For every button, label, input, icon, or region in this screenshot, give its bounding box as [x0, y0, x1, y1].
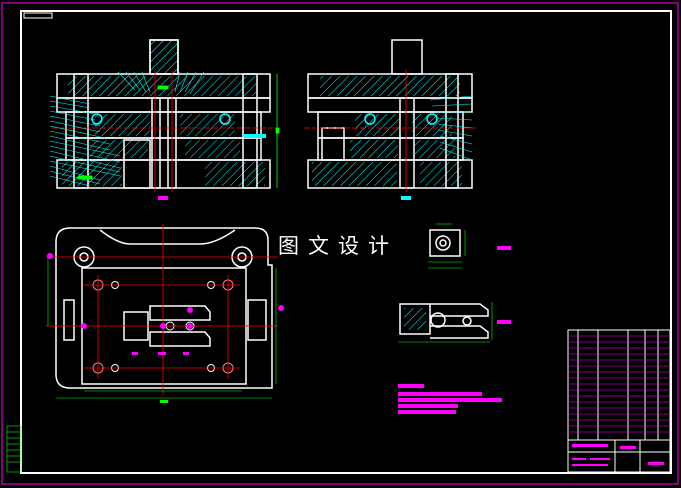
corner-tag — [23, 12, 53, 19]
part-side-dimensions — [398, 302, 493, 343]
plan-view-markers — [47, 253, 284, 355]
part-drawing-side — [399, 303, 489, 339]
plan-view-label — [160, 400, 168, 403]
front-view-label — [158, 196, 168, 200]
watermark-text: 图文设计 — [278, 234, 398, 258]
side-view-centerlines — [304, 70, 476, 192]
front-view-tag — [244, 134, 266, 138]
part-top-label — [497, 246, 511, 250]
parts-list-rows — [568, 335, 670, 433]
drawing-border — [20, 10, 672, 474]
part-drawing-top — [429, 229, 461, 257]
title-block-fields — [572, 444, 664, 466]
side-view-label — [401, 196, 411, 200]
part-side-label — [497, 320, 511, 324]
plan-view-dimensions — [47, 257, 277, 399]
technical-requirements — [398, 384, 502, 414]
plan-view-centerlines — [46, 224, 278, 395]
side-view-leaders — [429, 95, 473, 161]
revision-strip — [6, 425, 22, 473]
part-top-dimensions — [428, 223, 466, 269]
parts-list-and-title-block — [567, 329, 671, 473]
front-view-centerlines — [52, 70, 275, 192]
front-view-dimensions — [77, 74, 280, 188]
